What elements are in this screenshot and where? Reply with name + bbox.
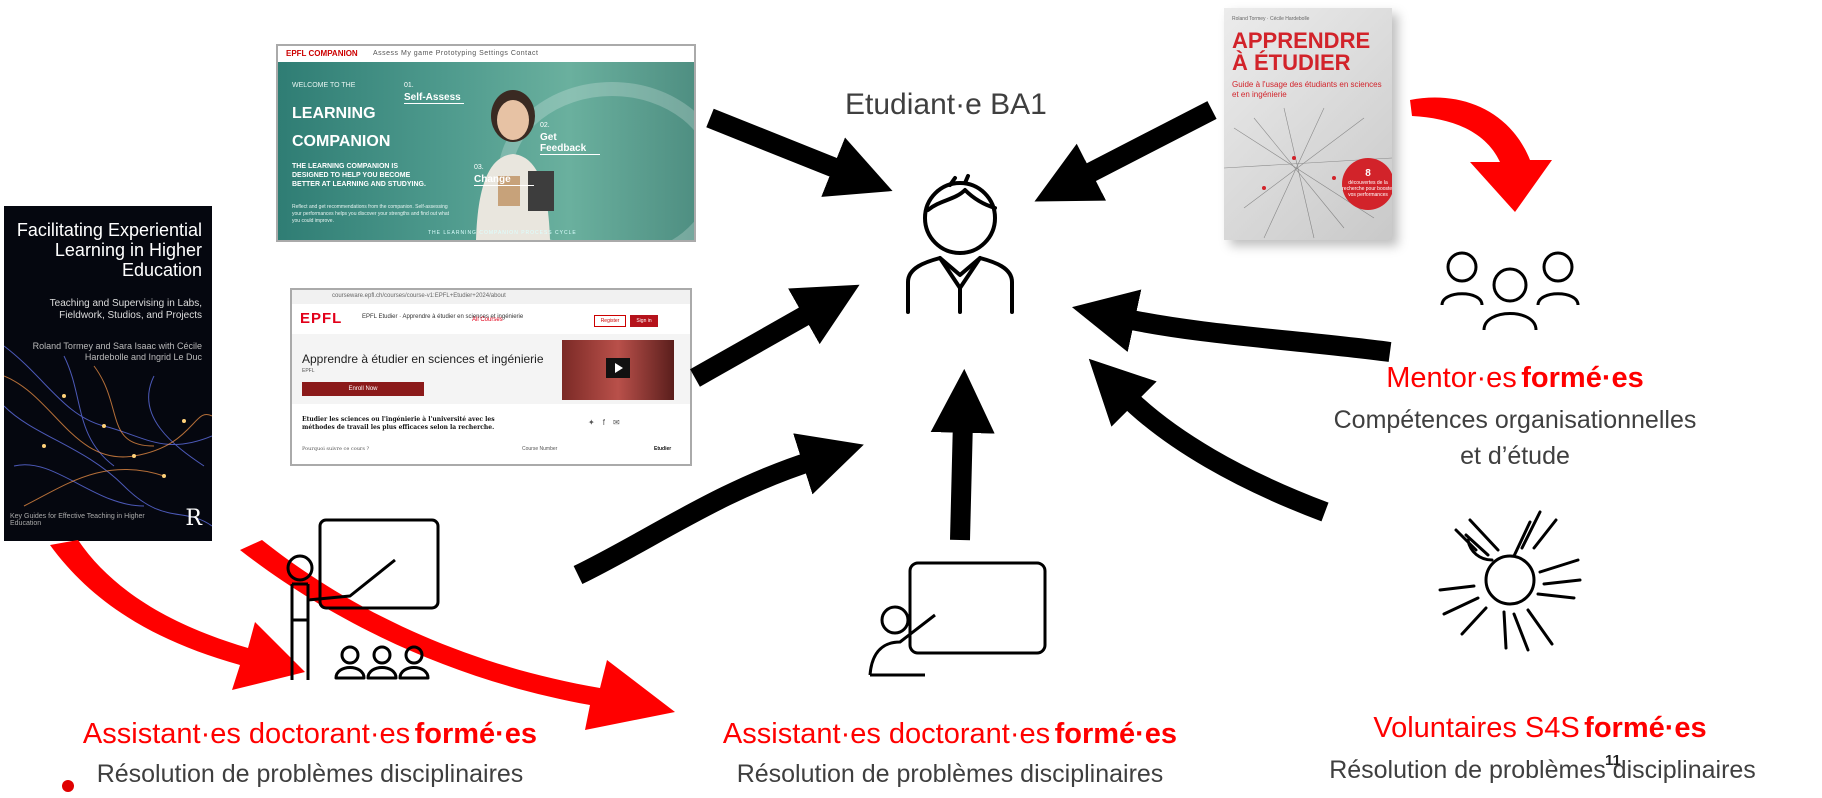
all-courses-link: All Courses [472, 317, 503, 323]
assistants-left-desc: Résolution de problèmes disciplinaires [96, 760, 524, 788]
helping-hands-icon [1438, 510, 1582, 652]
book-subtitle: Teaching and Supervising in Labs, Fieldw… [49, 298, 202, 321]
book-cover-apprendre-a-etudier: Roland Tormey · Cécile Hardebolle APPREN… [1224, 8, 1392, 240]
social-icons: ✦f✉ [588, 418, 628, 427]
step2-label: Get Feedback [540, 132, 600, 155]
assistants-center-title: Assistant·es doctorant·es formé·es [640, 718, 1260, 751]
learning-companion-screenshot: EPFL COMPANION Assess My game Prototypin… [276, 44, 696, 242]
welcome-text: WELCOME TO THE [292, 82, 356, 89]
mentors-title: Mentor·es formé·es [1380, 362, 1650, 395]
step1-label: Self-Assess [404, 92, 464, 104]
course-title: Apprendre à étudier en sciences et ingén… [302, 352, 544, 366]
enroll-button: Enroll Now [302, 382, 424, 396]
red-arrow-book-to-mentors [1410, 97, 1552, 212]
step3-number: 03. [474, 164, 484, 171]
student-photo [476, 90, 554, 240]
step3-label: Change [474, 174, 534, 186]
pointer-dot [62, 780, 74, 792]
sign-in-button: Sign in [630, 315, 658, 327]
student-icon [906, 174, 1014, 314]
companion-title: LEARNING COMPANION [292, 100, 390, 156]
student-label: Etudiant·e BA1 [845, 88, 1047, 121]
book-title: Facilitating Experiential Learning in Hi… [16, 220, 202, 280]
book-badge: 8 découvertes de la recherche pour boost… [1342, 158, 1392, 210]
arrow-course-to-student [690, 284, 860, 387]
arrow-assistants-center-to-student [930, 368, 995, 541]
site-logo: EPFL COMPANION [286, 49, 358, 58]
companion-description: Reflect and get recommendations from the… [292, 204, 450, 224]
play-icon [606, 358, 630, 378]
teacher-classroom-icon [286, 518, 440, 680]
arrow-volunteers-to-student [1088, 358, 1329, 522]
red-arrows [50, 97, 1552, 730]
course-number-label: Course Number [522, 446, 558, 452]
epfl-logo: EPFL [300, 310, 343, 327]
step2-number: 02. [540, 122, 550, 129]
arrow-assistants-left-to-student [573, 433, 864, 584]
assistants-left-title: Assistant·es doctorant·es formé·es [0, 718, 620, 751]
step1-number: 01. [404, 82, 414, 89]
register-button: Register [594, 315, 626, 327]
book-authors: Roland Tormey and Sara Isaac with Cécile… [32, 341, 202, 362]
assistants-center-qualifier: formé·es [1054, 718, 1178, 750]
companion-tagline: THE LEARNING COMPANION IS DESIGNED TO HE… [292, 163, 426, 188]
group-icon [1440, 251, 1580, 331]
publisher-logo: R [185, 506, 202, 531]
book-series: Key Guides for Effective Teaching in Hig… [10, 513, 145, 527]
volunteers-name: Voluntaires S4S [1373, 712, 1580, 744]
companion-title-line2: COMPANION [292, 133, 391, 150]
book-title: APPRENDRE À ÉTUDIER [1232, 30, 1370, 74]
facebook-icon: f [602, 418, 613, 427]
volunteers-title: Voluntaires S4S formé·es [1270, 712, 1810, 745]
neural-network-artwork [4, 345, 212, 527]
course-page-screenshot: courseware.epfl.ch/courses/course-v1:EPF… [290, 288, 692, 466]
email-icon: ✉ [612, 418, 628, 427]
arrow-mentors-to-student [1071, 289, 1392, 362]
assistants-center-name: Assistant·es doctorant·es [722, 718, 1051, 750]
assistants-left-name: Assistant·es doctorant·es [82, 718, 411, 750]
url-text: courseware.epfl.ch/courses/course-v1:EPF… [332, 293, 506, 299]
mentors-desc-line2: et d’étude [1460, 442, 1570, 470]
badge-text: découvertes de la recherche pour booster… [1342, 180, 1392, 198]
slide-number: 11 [1605, 752, 1621, 769]
course-description: Etudier les sciences ou l'ingénierie à l… [302, 416, 495, 431]
companion-title-line1: LEARNING [292, 105, 376, 122]
mentors-desc-line1: Compétences organisationnelles [1333, 406, 1697, 434]
red-arrow-book-to-assistants-left [50, 540, 305, 690]
site-nav: Assess My game Prototyping Settings Cont… [373, 50, 539, 57]
volunteers-qualifier: formé·es [1584, 712, 1707, 744]
twitter-icon: ✦ [588, 418, 603, 427]
assistants-center-desc: Résolution de problèmes disciplinaires [736, 760, 1164, 788]
book-authors: Roland Tormey · Cécile Hardebolle [1232, 16, 1310, 22]
browser-url-bar: courseware.epfl.ch/courses/course-v1:EPF… [292, 290, 690, 304]
book-cover-facilitating-experiential-learning: Facilitating Experiential Learning in Hi… [4, 206, 212, 541]
red-arrow-book-to-assistants-center [240, 540, 675, 730]
book-title-line2: À ÉTUDIER [1232, 50, 1351, 75]
mentors-qualifier: formé·es [1521, 362, 1644, 394]
assistants-left-qualifier: formé·es [414, 718, 538, 750]
arrow-companion-to-student [706, 108, 893, 197]
network-artwork [1224, 107, 1392, 239]
site-header: EPFL COMPANION Assess My game Prototypin… [278, 46, 694, 62]
cycle-footer: THE LEARNING COMPANION PROCESS CYCLE [428, 230, 577, 236]
course-org: EPFL [302, 368, 315, 374]
mentors-name: Mentor·es [1386, 362, 1517, 394]
course-header: EPFL Etudier · Apprendre à étudier en sc… [362, 314, 524, 320]
course-question: Pourquoi suivre ce cours ? [302, 446, 370, 452]
badge-number: 8 [1365, 168, 1371, 179]
book-title-line1: APPRENDRE [1232, 28, 1371, 53]
arrow-book-to-student [1034, 101, 1217, 202]
tutor-board-icon [868, 561, 1047, 677]
course-number: Etudier [654, 446, 672, 452]
book-subtitle: Guide à l'usage des étudiants en science… [1232, 80, 1382, 99]
volunteers-desc: Résolution de problèmes disciplinaires [1329, 756, 1756, 784]
